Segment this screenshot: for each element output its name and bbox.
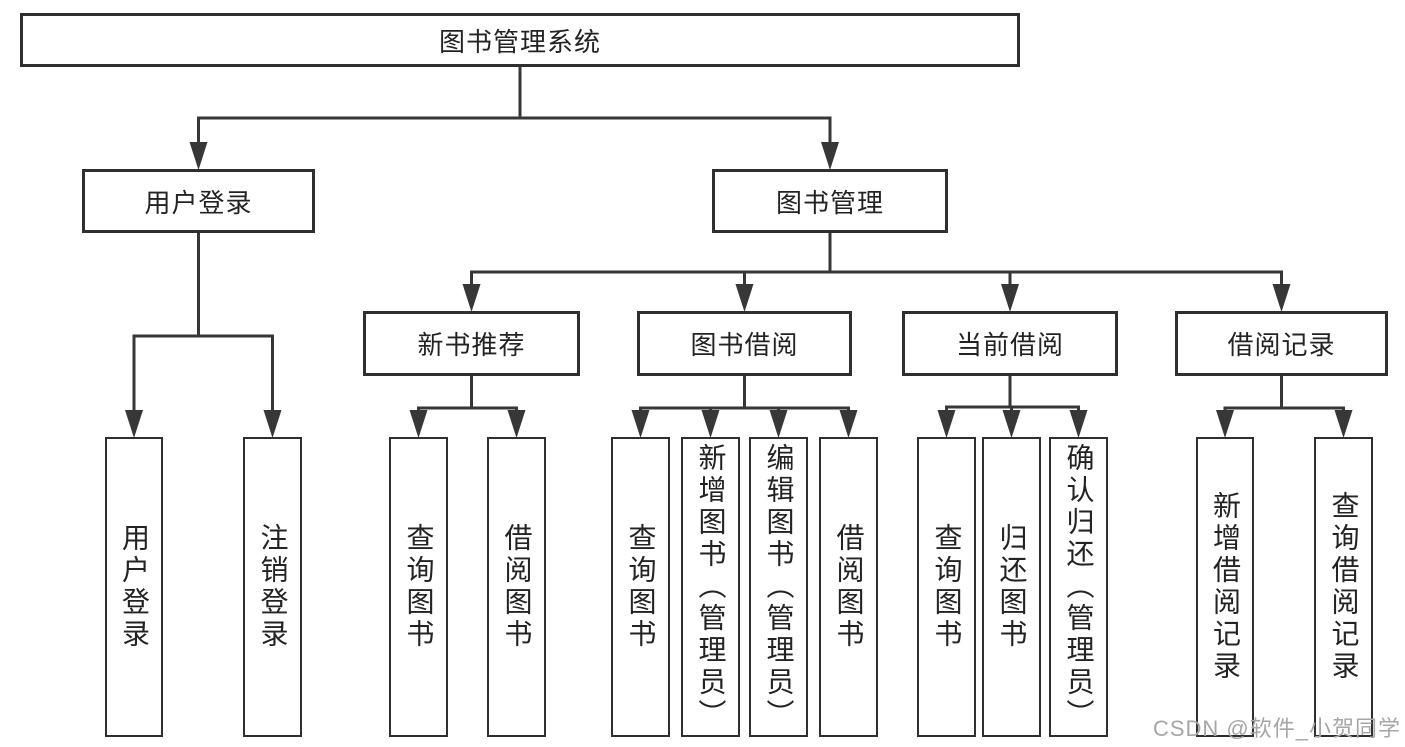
node-label-root: 图书管理系统: [438, 26, 601, 57]
arrowhead: [735, 284, 754, 312]
arrowhead: [1069, 410, 1088, 438]
edge-book-management: [462, 231, 1291, 312]
node-label-book-management: 图书管理: [775, 187, 884, 218]
arrowhead: [507, 410, 526, 438]
node-label-new-book-recommend: 新书推荐: [417, 330, 526, 360]
node-user-login-leaf: 用户登录: [105, 437, 163, 737]
node-add-borrow-record: 新增借阅记录: [1196, 437, 1254, 737]
node-label-query-books-2: 查询图书: [625, 523, 657, 651]
arrowhead: [1001, 284, 1019, 312]
node-query-books-3: 查询图书: [917, 437, 976, 737]
arrowhead: [189, 142, 208, 170]
node-label-confirm-return: 确认归还（管理员）: [1063, 443, 1095, 731]
node-label-query-books-3: 查询图书: [931, 523, 963, 651]
node-book-borrowing: 图书借阅: [637, 311, 852, 376]
arrowhead: [462, 284, 481, 312]
node-label-edit-books: 编辑图书（管理员）: [763, 443, 795, 731]
arrowhead: [821, 142, 839, 170]
edge-borrowing-records: [1216, 374, 1353, 438]
node-label-borrowing-records: 借阅记录: [1227, 330, 1336, 360]
node-label-logout-leaf: 注销登录: [257, 523, 289, 651]
arrowhead: [839, 410, 858, 438]
node-add-books: 新增图书（管理员）: [681, 437, 740, 737]
edge-book-borrowing: [631, 374, 858, 438]
arrowhead: [125, 410, 143, 438]
node-label-query-borrow-record: 查询借阅记录: [1328, 491, 1360, 683]
arrowhead: [409, 410, 428, 438]
edge-user-login: [125, 231, 282, 438]
node-return-books: 归还图书: [982, 437, 1041, 737]
node-user-login: 用户登录: [82, 169, 315, 233]
edge-root: [189, 65, 839, 170]
node-label-return-books: 归还图书: [996, 523, 1028, 651]
arrowhead: [769, 410, 788, 438]
node-label-current-borrowing: 当前借阅: [955, 330, 1064, 360]
node-label-borrow-books-1: 借阅图书: [501, 523, 533, 651]
node-query-books-2: 查询图书: [611, 437, 670, 737]
node-label-book-borrowing: 图书借阅: [690, 330, 799, 360]
node-book-management: 图书管理: [712, 169, 948, 233]
node-label-query-books-1: 查询图书: [403, 523, 435, 651]
node-root: 图书管理系统: [20, 13, 1020, 67]
arrowhead: [1216, 410, 1234, 438]
arrowhead: [631, 410, 650, 438]
arrowhead: [1334, 410, 1353, 438]
node-label-borrow-books-2: 借阅图书: [833, 523, 865, 651]
node-edit-books: 编辑图书（管理员）: [749, 437, 808, 737]
node-borrow-books-2: 借阅图书: [819, 437, 878, 737]
node-label-user-login: 用户登录: [144, 187, 253, 218]
node-logout-leaf: 注销登录: [243, 437, 302, 737]
node-label-add-borrow-record: 新增借阅记录: [1210, 491, 1241, 683]
watermark: CSDN @软件_小贺同学: [1152, 716, 1401, 741]
arrowhead: [937, 410, 956, 438]
arrowhead: [1272, 284, 1291, 312]
node-label-add-books: 新增图书（管理员）: [695, 443, 727, 731]
edge-new-book-recommend: [409, 374, 526, 438]
arrowhead: [1002, 410, 1021, 438]
edge-current-borrowing: [937, 374, 1088, 438]
node-confirm-return: 确认归还（管理员）: [1049, 437, 1108, 737]
node-borrowing-records: 借阅记录: [1175, 311, 1388, 376]
node-current-borrowing: 当前借阅: [902, 311, 1118, 376]
node-query-books-1: 查询图书: [389, 437, 448, 737]
node-label-user-login-leaf: 用户登录: [119, 523, 150, 651]
node-borrow-books-1: 借阅图书: [487, 437, 546, 737]
node-query-borrow-record: 查询借阅记录: [1314, 437, 1373, 737]
arrowhead: [263, 410, 282, 438]
arrowhead: [701, 410, 720, 438]
node-new-book-recommend: 新书推荐: [363, 311, 580, 376]
